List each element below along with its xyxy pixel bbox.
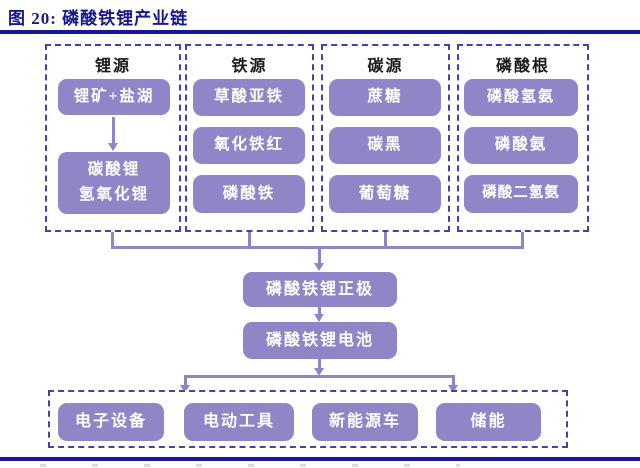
node-sucrose: 蔗糖 — [329, 79, 441, 116]
column-header: 锂源 — [94, 58, 131, 75]
connector-line — [318, 307, 321, 315]
node-lfp-cathode: 磷酸铁锂正极 — [243, 272, 397, 307]
connector-line — [112, 117, 115, 143]
node-lithium-ore-saltlake: 锂矿+盐湖 — [58, 79, 170, 115]
arrow-down-icon — [314, 368, 324, 376]
title-divider-rule — [0, 30, 640, 34]
connector-line — [184, 375, 455, 378]
connector-line — [318, 246, 321, 263]
connector-line — [318, 359, 321, 369]
column-header: 磷酸根 — [495, 58, 550, 75]
node-iron-phosphate: 磷酸铁 — [193, 175, 305, 213]
connector-line — [521, 232, 524, 248]
node-ammonium-hydrogen-phosphate: 磷酸氢氨 — [464, 79, 578, 116]
node-power-tools: 电动工具 — [184, 403, 294, 441]
connector-line — [111, 232, 114, 248]
figure-title: 图 20: 磷酸铁锂产业链 — [8, 9, 189, 28]
node-lithium-carbonate-hydroxide: 碳酸锂 氢氧化锂 — [58, 152, 170, 214]
column-header: 碳源 — [367, 58, 404, 75]
connector-line — [248, 232, 251, 248]
node-ferrous-oxalate: 草酸亚铁 — [193, 79, 305, 116]
arrow-down-icon — [108, 143, 118, 151]
connector-line — [184, 375, 187, 385]
connector-line — [384, 232, 387, 248]
node-glucose: 葡萄糖 — [329, 175, 441, 213]
cut-off-text-remnant — [40, 464, 460, 467]
arrow-down-icon — [448, 385, 458, 393]
connector-line — [452, 375, 455, 385]
node-line: 碳酸锂 — [87, 161, 141, 179]
node-iron-oxide-red: 氧化铁红 — [193, 127, 305, 164]
arrow-down-icon — [314, 314, 324, 322]
arrow-down-icon — [314, 263, 324, 271]
node-electronic-devices: 电子设备 — [58, 403, 164, 441]
node-monoammonium-phosphate: 磷酸二氢氨 — [464, 175, 578, 213]
node-line: 氢氧化锂 — [78, 186, 149, 203]
arrow-down-icon — [180, 385, 190, 393]
node-energy-storage: 储能 — [436, 403, 541, 441]
node-ammonium-phosphate: 磷酸氨 — [464, 127, 578, 164]
node-new-energy-vehicles: 新能源车 — [312, 403, 418, 441]
column-header: 铁源 — [231, 58, 268, 75]
connector-line — [111, 246, 524, 249]
node-carbon-black: 碳黑 — [329, 127, 441, 164]
figure-bottom-rule — [0, 457, 640, 461]
node-lfp-battery: 磷酸铁锂电池 — [243, 322, 397, 359]
